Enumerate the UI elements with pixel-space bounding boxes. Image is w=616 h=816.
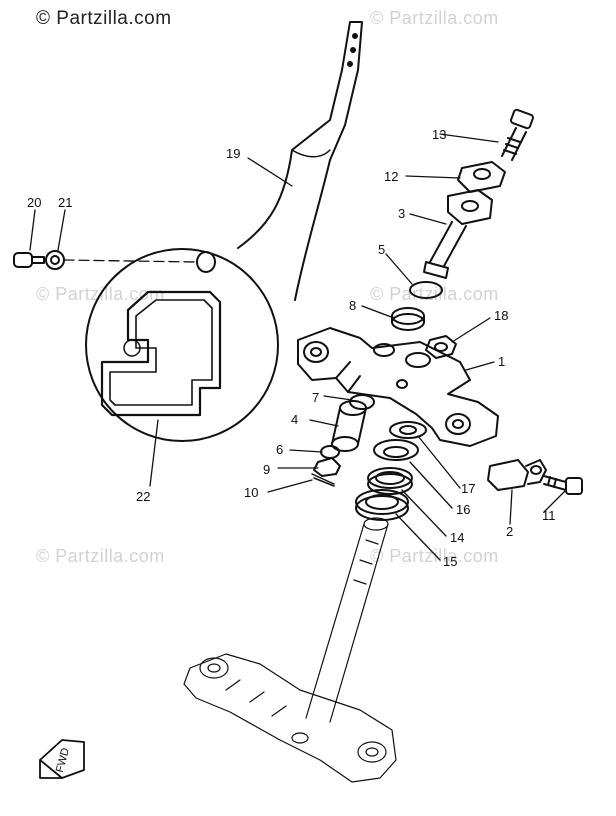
callout-17: 17 [461, 481, 476, 496]
clamp-12 [457, 161, 506, 193]
watermark-faint: © Partzilla.com [370, 546, 499, 566]
callout-3: 3 [398, 206, 406, 221]
bearing-15 [355, 489, 409, 521]
callout-16: 16 [456, 502, 471, 517]
holder-3 [423, 189, 493, 279]
callout-19: 19 [226, 146, 241, 161]
lower-clamp-2 [487, 459, 547, 491]
nut-9 [313, 457, 341, 477]
callout-8: 8 [349, 298, 357, 313]
callout-6: 6 [276, 442, 284, 457]
watermark-main: © Partzilla.com [36, 8, 172, 29]
callout-20: 20 [27, 195, 42, 210]
callout-1: 1 [498, 354, 506, 369]
race-17 [389, 421, 427, 439]
callout-18: 18 [494, 308, 509, 323]
cover-16 [373, 439, 419, 461]
number-plate [85, 248, 279, 442]
bearing-14 [367, 467, 413, 495]
watermark-faint: © Partzilla.com [370, 8, 499, 28]
watermark-faint: © Partzilla.com [36, 546, 165, 566]
callout-10: 10 [244, 485, 259, 500]
washer-5 [409, 281, 443, 299]
callout-22: 22 [136, 489, 151, 504]
washer-21 [45, 250, 65, 270]
callout-5: 5 [378, 242, 386, 257]
callout-2: 2 [506, 524, 514, 539]
fwd-label: FWD [54, 747, 72, 774]
bolt-13 [501, 108, 534, 161]
callout-11: 11 [542, 508, 556, 523]
plate-stay [237, 21, 363, 301]
callout-15: 15 [443, 554, 458, 569]
callout-13: 13 [432, 127, 447, 142]
callout-14: 14 [450, 530, 465, 545]
fwd-arrow-icon [39, 739, 85, 779]
callout-21: 21 [58, 195, 73, 210]
spacer-4 [331, 400, 367, 452]
leader-20-21-to-plate [63, 259, 199, 263]
cotter-pin-10 [311, 473, 335, 487]
watermark-faint: © Partzilla.com [370, 284, 499, 304]
bolt-11 [543, 475, 583, 495]
callout-4: 4 [291, 412, 299, 427]
washer-6 [320, 445, 340, 459]
callout-9: 9 [263, 462, 271, 477]
steering-stem [183, 517, 397, 783]
bolt-20 [13, 252, 45, 268]
callout-7: 7 [312, 390, 320, 405]
leader-lines [29, 133, 567, 561]
upper-bracket-1 [297, 327, 499, 447]
callout-12: 12 [384, 169, 399, 184]
damper-8 [391, 307, 425, 331]
nut-18 [425, 335, 457, 359]
